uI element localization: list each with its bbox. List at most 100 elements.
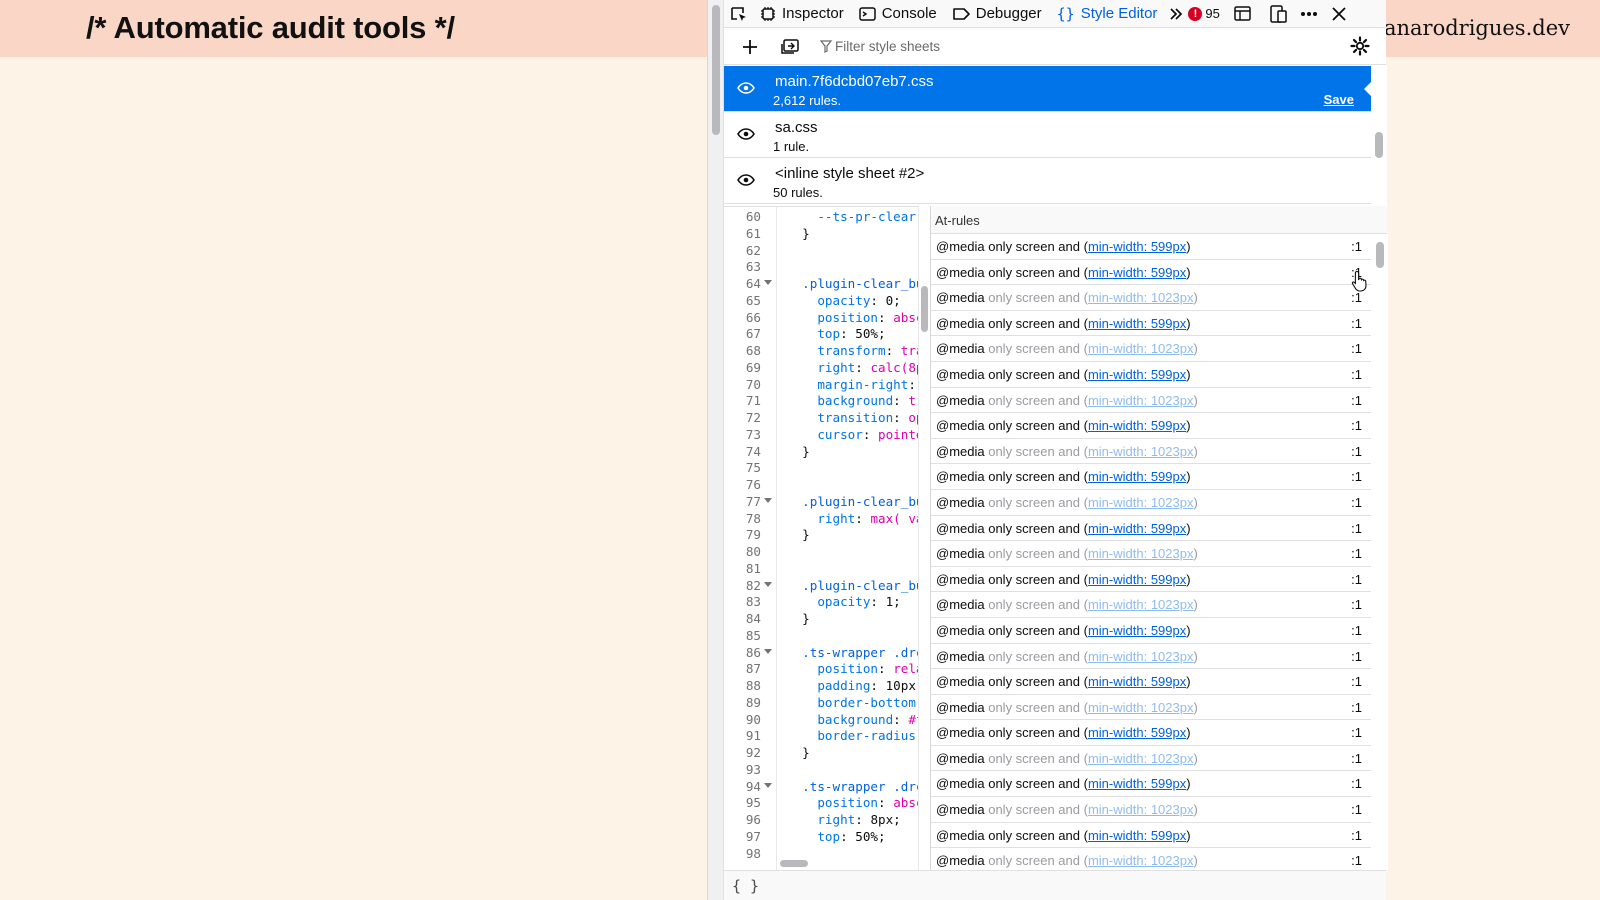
code-line[interactable]: 96 right: 8px; — [724, 811, 918, 828]
dock-button[interactable] — [1228, 0, 1258, 28]
code-line[interactable]: 92 } — [724, 744, 918, 761]
at-rule-line-link[interactable]: :1 — [1351, 366, 1362, 382]
fold-toggle-icon[interactable] — [764, 497, 772, 503]
at-rule-row[interactable]: @media only screen and (min-width: 1023p… — [931, 439, 1371, 465]
code-line[interactable]: 67 top: 50%; — [724, 325, 918, 342]
at-rule-row[interactable]: @media only screen and (min-width: 1023p… — [931, 797, 1371, 823]
at-rule-line-link[interactable]: :1 — [1351, 341, 1362, 357]
settings-button[interactable] — [1350, 36, 1370, 61]
at-rule-row[interactable]: @media only screen and (min-width: 599px… — [931, 464, 1371, 490]
media-condition-link[interactable]: min-width: 1023px — [1087, 750, 1194, 766]
code-line[interactable]: 81 — [724, 560, 918, 577]
at-rule-row[interactable]: @media only screen and (min-width: 1023p… — [931, 644, 1371, 670]
at-rule-line-link[interactable]: :1 — [1351, 648, 1362, 664]
at-rule-row[interactable]: @media only screen and (min-width: 599px… — [931, 362, 1371, 388]
scrollbar-thumb[interactable] — [1376, 242, 1384, 268]
at-rule-line-link[interactable]: :1 — [1351, 802, 1362, 818]
media-condition-link[interactable]: min-width: 599px — [1087, 622, 1187, 638]
code-line[interactable]: 90 background: #f — [724, 711, 924, 728]
media-condition-link[interactable]: min-width: 1023px — [1087, 341, 1194, 357]
fold-toggle-icon[interactable] — [764, 280, 772, 285]
fold-toggle-icon[interactable] — [764, 648, 772, 654]
code-line[interactable]: 68 transform: tra — [724, 342, 924, 359]
media-condition-link[interactable]: min-width: 599px — [1087, 520, 1187, 536]
new-stylesheet-button[interactable] — [730, 29, 770, 65]
at-rule-line-link[interactable]: :1 — [1351, 597, 1362, 613]
media-condition-link[interactable]: min-width: 1023px — [1087, 699, 1194, 715]
scrollbar-thumb[interactable] — [1375, 132, 1383, 158]
code-line[interactable]: 69 right: calc(8p — [724, 359, 924, 376]
more-tools-button[interactable] — [1166, 0, 1186, 28]
at-rule-row[interactable]: @media only screen and (min-width: 1023p… — [931, 388, 1371, 414]
at-rule-line-link[interactable]: :1 — [1351, 827, 1362, 843]
at-rule-row[interactable]: @media only screen and (min-width: 599px… — [931, 567, 1371, 593]
media-condition-link[interactable]: min-width: 599px — [1087, 827, 1187, 843]
at-rule-line-link[interactable]: :1 — [1351, 469, 1362, 485]
element-picker-button[interactable] — [724, 0, 754, 28]
code-line[interactable]: 64 .plugin-clear_bu — [724, 275, 924, 292]
error-count-badge[interactable]: ! 95 — [1188, 6, 1220, 21]
options-menu-button[interactable] — [1294, 0, 1324, 28]
code-line[interactable]: 72 transition: op — [724, 409, 924, 426]
media-condition-link[interactable]: min-width: 1023px — [1087, 392, 1194, 408]
code-line[interactable]: 89 border-bottom: — [724, 694, 924, 711]
code-line[interactable]: 95 position: absc — [724, 794, 924, 811]
stylesheet-item[interactable]: sa.css 1 rule. — [724, 112, 1371, 158]
responsive-design-button[interactable] — [1264, 0, 1294, 28]
media-condition-link[interactable]: min-width: 1023px — [1087, 494, 1194, 510]
media-condition-link[interactable]: min-width: 599px — [1087, 418, 1187, 434]
close-devtools-button[interactable] — [1324, 0, 1354, 28]
at-rule-row[interactable]: @media only screen and (min-width: 1023p… — [931, 746, 1371, 772]
code-line[interactable]: 66 position: absc — [724, 309, 924, 326]
code-line[interactable]: 63 — [724, 258, 918, 275]
at-rule-row[interactable]: @media only screen and (min-width: 599px… — [931, 618, 1371, 644]
media-condition-link[interactable]: min-width: 1023px — [1087, 853, 1194, 869]
editor-horizontal-scrollbar[interactable] — [780, 860, 808, 867]
code-line[interactable]: 80 — [724, 543, 918, 560]
media-condition-link[interactable]: min-width: 599px — [1087, 725, 1187, 741]
at-rule-row[interactable]: @media only screen and (min-width: 599px… — [931, 413, 1371, 439]
code-line[interactable]: 98 — [724, 845, 918, 862]
tab-style-editor[interactable]: {} Style Editor — [1051, 0, 1167, 28]
media-condition-link[interactable]: min-width: 1023px — [1087, 802, 1194, 818]
media-condition-link[interactable]: min-width: 599px — [1087, 239, 1187, 254]
stylesheet-item[interactable]: <inline style sheet #2> 50 rules. — [724, 158, 1371, 204]
code-line[interactable]: 62 — [724, 242, 918, 259]
code-line[interactable]: 91 border-radius: — [724, 727, 924, 744]
filter-input[interactable] — [835, 39, 1135, 54]
media-condition-link[interactable]: min-width: 599px — [1087, 776, 1187, 792]
at-rule-line-link[interactable]: :1 — [1351, 750, 1362, 766]
at-rule-row[interactable]: @media only screen and (min-width: 599px… — [931, 234, 1371, 260]
filter-stylesheets[interactable] — [819, 39, 1135, 54]
editor-vertical-scrollbar[interactable] — [918, 206, 930, 870]
tab-inspector[interactable]: Inspector — [754, 0, 853, 28]
at-rule-row[interactable]: @media only screen and (min-width: 1023p… — [931, 541, 1371, 567]
tab-console[interactable]: Console — [853, 0, 946, 28]
code-line[interactable]: 74 } — [724, 443, 918, 460]
code-line[interactable]: 88 padding: 10px — [724, 677, 918, 694]
code-line[interactable]: 75 — [724, 459, 918, 476]
code-line[interactable]: 76 — [724, 476, 918, 493]
at-rule-line-link[interactable]: :1 — [1351, 418, 1362, 434]
at-rule-row[interactable]: @media only screen and (min-width: 1023p… — [931, 592, 1371, 618]
at-rule-line-link[interactable]: :1 — [1351, 443, 1362, 459]
at-rule-line-link[interactable]: :1 — [1351, 239, 1362, 254]
media-condition-link[interactable]: min-width: 599px — [1087, 264, 1187, 280]
code-line[interactable]: 87 position: rela — [724, 660, 924, 677]
eye-icon[interactable] — [737, 127, 755, 141]
code-line[interactable]: 85 — [724, 627, 918, 644]
at-rule-row[interactable]: @media only screen and (min-width: 1023p… — [931, 490, 1371, 516]
at-rule-row[interactable]: @media only screen and (min-width: 599px… — [931, 516, 1371, 542]
fold-toggle-icon[interactable] — [764, 782, 772, 788]
media-condition-link[interactable]: min-width: 1023px — [1087, 546, 1194, 562]
media-condition-link[interactable]: min-width: 1023px — [1087, 597, 1194, 613]
code-line[interactable]: 97 top: 50%; — [724, 828, 918, 845]
media-condition-link[interactable]: min-width: 599px — [1087, 366, 1187, 382]
media-condition-link[interactable]: min-width: 1023px — [1087, 290, 1194, 306]
code-line[interactable]: 94 .ts-wrapper .drc — [724, 778, 924, 795]
code-line[interactable]: 79 } — [724, 526, 918, 543]
at-rule-line-link[interactable]: :1 — [1351, 315, 1362, 331]
at-rule-row[interactable]: @media only screen and (min-width: 599px… — [931, 720, 1371, 746]
media-condition-link[interactable]: min-width: 1023px — [1087, 648, 1194, 664]
stylesheet-item[interactable]: main.7f6dcbd07eb7.css 2,612 rules. Save — [724, 66, 1372, 112]
